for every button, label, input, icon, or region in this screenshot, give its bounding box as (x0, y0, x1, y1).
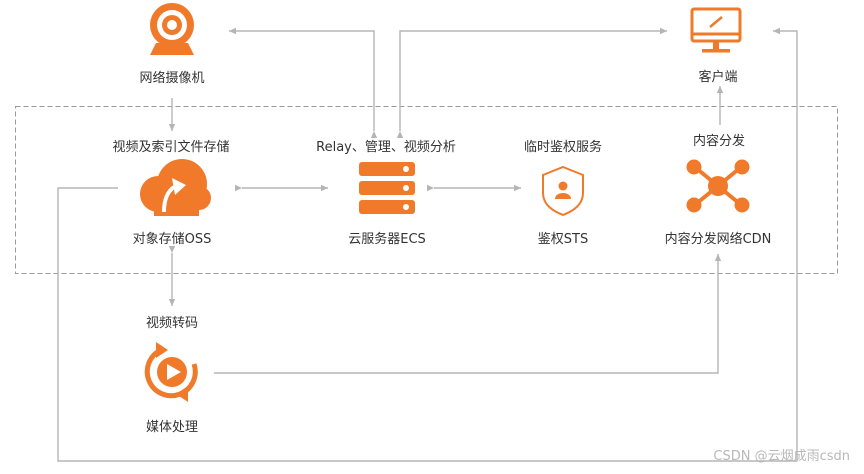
watermark: CSDN @云烟成雨csdn (713, 449, 850, 464)
media-caption: 视频转码 (145, 316, 199, 331)
camera-label: 网络摄像机 (139, 71, 205, 86)
monitor-icon (690, 7, 742, 53)
oss-label: 对象存储OSS (132, 232, 212, 247)
network-icon (686, 159, 750, 213)
play-refresh-icon (144, 342, 198, 402)
ecs-caption: Relay、管理、视频分析 (316, 140, 456, 155)
webcam-icon (150, 3, 194, 55)
server-icon (359, 162, 415, 214)
client-label: 客户端 (698, 70, 738, 85)
connector-oss-client-loop (57, 27, 798, 462)
sts-label: 鉴权STS (537, 232, 589, 247)
oss-caption: 视频及索引文件存储 (112, 140, 230, 155)
media-label: 媒体处理 (145, 420, 199, 435)
connector-media-cdn (214, 254, 722, 374)
shield-icon (542, 165, 584, 217)
ecs-label: 云服务器ECS (348, 232, 426, 247)
connector-camera-ecs (229, 27, 378, 138)
connector-client-ecs (396, 27, 667, 138)
cloud-upload-icon (140, 159, 211, 216)
cdn-label: 内容分发网络CDN (664, 232, 772, 247)
sts-caption: 临时鉴权服务 (523, 140, 603, 155)
connectors (57, 27, 798, 462)
cdn-caption: 内容分发 (692, 134, 746, 149)
